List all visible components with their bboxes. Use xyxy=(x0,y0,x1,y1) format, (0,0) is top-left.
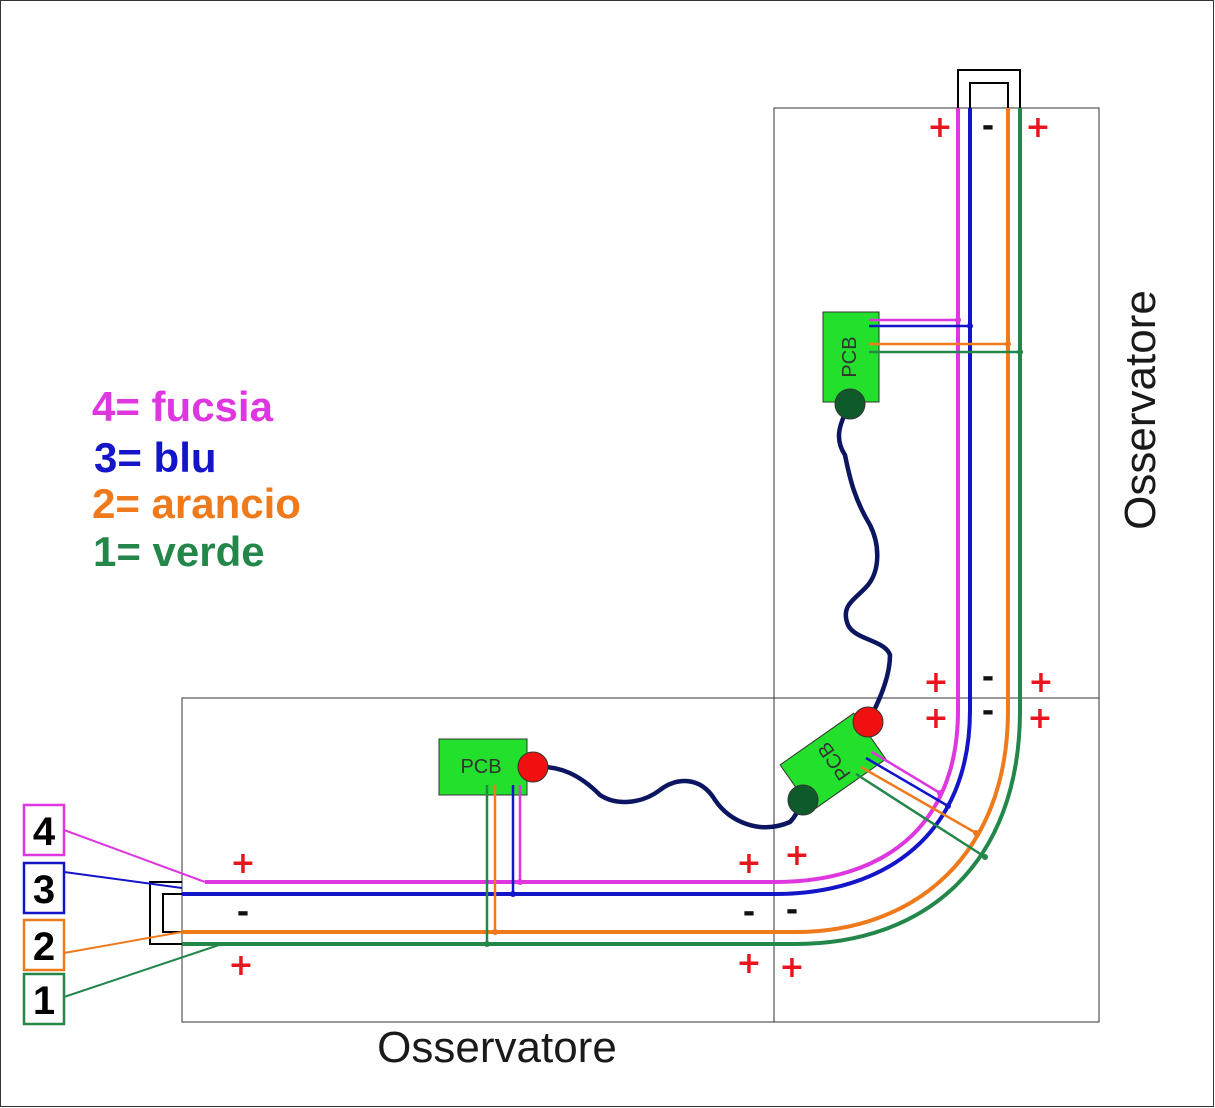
wire-number-4: 4 xyxy=(22,803,66,857)
connector-red-dot xyxy=(852,706,884,738)
buffer-stop-left xyxy=(149,881,182,945)
pcb-vertical: PCB xyxy=(822,311,880,420)
sign-plus: + xyxy=(228,948,253,983)
pcb-vertical-label: PCB xyxy=(839,336,861,377)
sign-plus: + xyxy=(784,838,809,873)
observer-label-bottom: Osservatore xyxy=(377,1023,617,1072)
wire-number-3-label: 3 xyxy=(33,868,55,912)
sign-plus: + xyxy=(1027,701,1052,736)
rail-fucsia xyxy=(205,108,960,884)
sign-minus: - xyxy=(786,893,798,928)
observer-label-right: Osservatore xyxy=(1116,290,1165,530)
connector-red-dot xyxy=(517,751,549,783)
sign-minus: - xyxy=(982,660,994,695)
rail-arancio xyxy=(182,108,1010,934)
rail-blu xyxy=(182,108,972,896)
sign-plus: + xyxy=(1025,110,1050,145)
rail-verde xyxy=(182,108,1022,946)
wire-number-1: 1 xyxy=(22,972,66,1026)
lead-1 xyxy=(63,943,223,998)
connector-green-dot xyxy=(834,388,866,420)
module-corner xyxy=(773,697,1100,1023)
feeder-junctions xyxy=(484,317,1023,947)
wire-leads xyxy=(63,829,223,998)
pcb-horizontal-label: PCB xyxy=(460,756,501,778)
pcb-cable xyxy=(530,402,893,830)
sign-minus: - xyxy=(982,109,994,144)
sign-plus: + xyxy=(736,846,761,881)
sign-plus: + xyxy=(230,846,255,881)
wire-number-2: 2 xyxy=(22,918,66,972)
sign-plus: + xyxy=(779,950,804,985)
polarity-signs: + - + + - + + - + + - + + - + + - + xyxy=(228,109,1053,985)
connector-green-dot xyxy=(787,784,819,816)
wire-number-1-label: 1 xyxy=(33,979,55,1023)
sign-minus: - xyxy=(982,694,994,729)
module-vertical xyxy=(773,107,1100,699)
legend-item-fucsia: 4= fucsia xyxy=(92,383,274,430)
feeder-wires xyxy=(485,318,1020,944)
wire-number-3: 3 xyxy=(22,861,66,915)
lead-2 xyxy=(63,931,183,954)
sign-minus: - xyxy=(237,895,249,930)
legend-item-arancio: 2= arancio xyxy=(92,480,301,527)
color-legend: 4= fucsia 3= blu 2= arancio 1= verde xyxy=(92,383,301,575)
sign-minus: - xyxy=(743,895,755,930)
wire-number-4-label: 4 xyxy=(33,810,56,854)
sign-plus: + xyxy=(923,701,948,736)
sign-plus: + xyxy=(1028,665,1053,700)
sign-plus: + xyxy=(927,110,952,145)
legend-item-blu: 3= blu xyxy=(94,434,217,481)
buffer-stop-top xyxy=(957,69,1021,108)
pcb-horizontal: PCB xyxy=(438,738,549,796)
wire-number-2-label: 2 xyxy=(33,925,55,969)
sign-plus: + xyxy=(736,946,761,981)
legend-item-verde: 1= verde xyxy=(93,528,265,575)
lead-3 xyxy=(63,871,183,889)
rails xyxy=(182,108,1022,946)
sign-plus: + xyxy=(923,665,948,700)
lead-4 xyxy=(63,829,206,883)
